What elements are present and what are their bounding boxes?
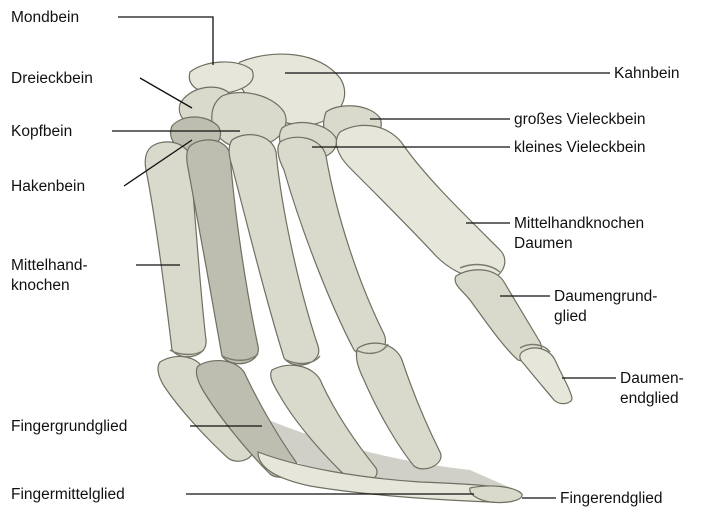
label-daumengrund-line2: glied <box>554 308 587 325</box>
label-daumenend-line2: endglied <box>620 390 679 407</box>
daumenendglied-bone <box>520 348 572 404</box>
label-mondbein: Mondbein <box>11 9 79 26</box>
label-mittelhand-line2: knochen <box>11 277 70 294</box>
label-grosses-vieleckbein: großes Vieleckbein <box>514 111 646 128</box>
metacarpal-bones <box>145 125 505 365</box>
metacarpal-thumb <box>336 125 504 280</box>
label-hakenbein: Hakenbein <box>11 178 85 195</box>
label-dreieckbein: Dreieckbein <box>11 70 93 87</box>
label-fingergrundglied: Fingergrundglied <box>11 418 127 435</box>
label-mittelhand-daumen-line2: Daumen <box>514 235 573 252</box>
label-daumengrund-line1: Daumengrund- <box>554 288 657 305</box>
label-fingermittelglied: Fingermittelglied <box>11 486 125 503</box>
label-mittelhand-line1: Mittelhand- <box>11 257 88 274</box>
leader-dreieckbein <box>140 78 192 108</box>
hand-skeleton-illustration <box>145 54 572 502</box>
label-kleines-vieleckbein: kleines Vieleckbein <box>514 139 646 156</box>
daumengrundglied-bone <box>455 270 541 361</box>
proximal-phalanx-2 <box>356 343 441 469</box>
label-mittelhand-daumen-line1: Mittelhandknochen <box>514 215 644 232</box>
label-fingerendglied: Fingerendglied <box>560 490 663 507</box>
label-kahnbein: Kahnbein <box>614 65 680 82</box>
leader-mondbein <box>118 17 213 65</box>
label-daumenend-line1: Daumen- <box>620 370 684 387</box>
label-kopfbein: Kopfbein <box>11 123 72 140</box>
